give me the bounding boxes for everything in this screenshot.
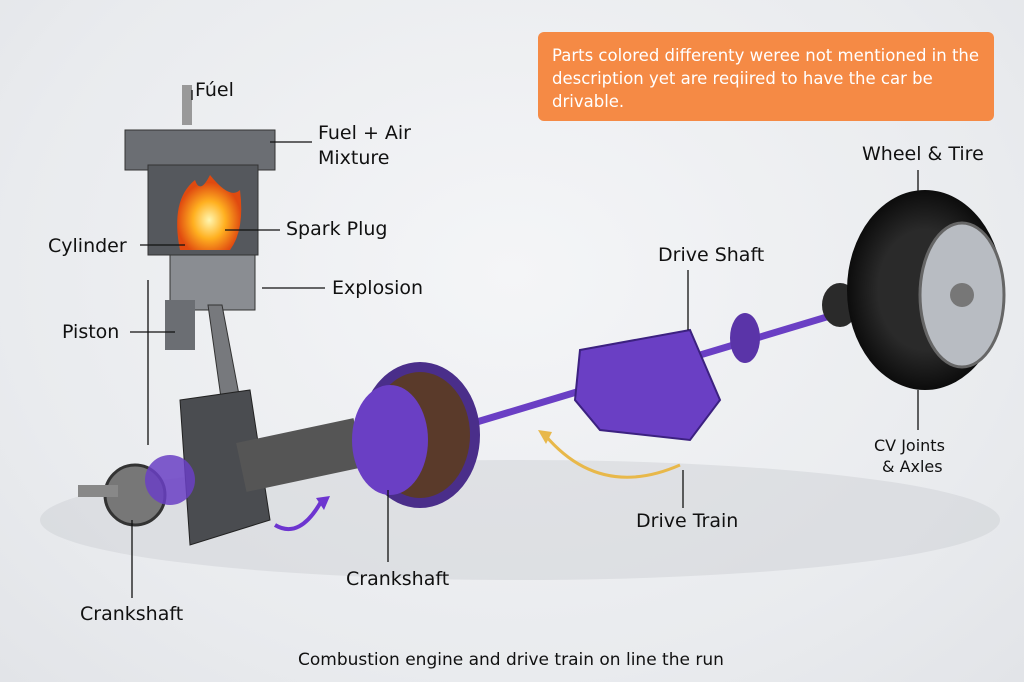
label-crankshaft-left: Crankshaft xyxy=(80,603,184,625)
label-drive-shaft: Drive Shaft xyxy=(658,244,765,266)
flywheel xyxy=(352,362,480,508)
explosion-flame xyxy=(177,175,242,250)
crankshaft-assembly xyxy=(78,389,364,546)
label-wheel-tire: Wheel & Tire xyxy=(862,143,984,165)
label-drive-train: Drive Train xyxy=(636,510,739,532)
label-spark-plug: Spark Plug xyxy=(286,218,388,240)
rotation-arrow-icon xyxy=(273,499,324,531)
caption: Combustion engine and drive train on lin… xyxy=(298,650,724,670)
info-note: Parts colored differenty weree not menti… xyxy=(538,32,994,121)
label-cylinder: Cylinder xyxy=(48,235,127,257)
drive-train-arrow-icon xyxy=(543,434,681,479)
label-fuel-air-1: Fuel + Air xyxy=(318,122,411,144)
rotation-arrow-head-icon xyxy=(316,496,330,510)
purple-gear xyxy=(145,455,195,505)
cylinder-head xyxy=(124,85,276,406)
leader-lines xyxy=(130,90,919,598)
label-piston: Piston xyxy=(62,321,120,343)
label-fuel: Fúel xyxy=(195,79,234,101)
gearbox xyxy=(573,283,858,442)
wheel-and-tire xyxy=(847,190,1006,390)
label-fuel-air-2: Mixture xyxy=(318,147,390,169)
label-crankshaft-mid: Crankshaft xyxy=(346,568,450,590)
label-cv-joints-2: & Axles xyxy=(882,457,943,476)
drive-train-arrow-head-icon xyxy=(538,430,552,444)
label-explosion: Explosion xyxy=(332,277,424,299)
shadow xyxy=(40,460,1000,580)
label-cv-joints-1: CV Joints xyxy=(874,436,945,455)
